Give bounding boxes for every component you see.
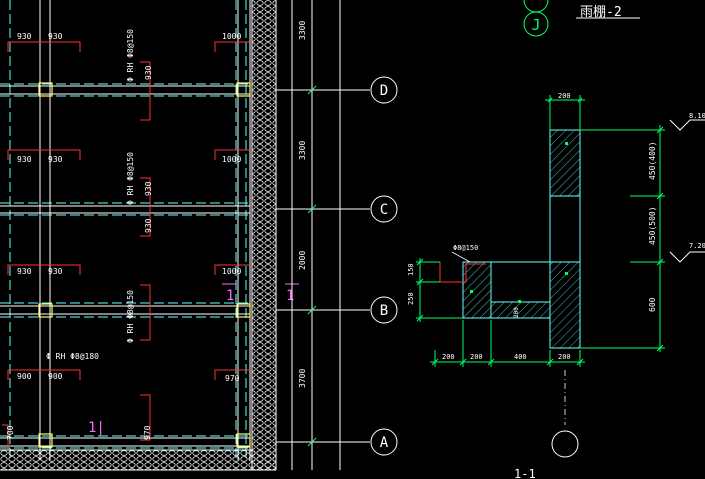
svg-text:·: · [262, 325, 266, 332]
svg-text:·: · [240, 458, 244, 465]
axis-label-j: J [531, 16, 540, 34]
plan-span-label: 1000 [222, 155, 241, 164]
axis-bubble-a[interactable] [370, 428, 398, 456]
plan-span-label: 970 [143, 425, 152, 440]
plan-span-label: 930 [17, 267, 32, 276]
section-bottom-dim: 400 [514, 353, 527, 361]
plan-span-label: 930 [48, 32, 63, 41]
canopy-upturn [462, 261, 492, 319]
column-b1 [38, 303, 53, 318]
section-rebar-label: Φ8@150 [453, 244, 478, 252]
plan-side-label: 930 [144, 218, 153, 233]
plan-span-label: 930 [17, 155, 32, 164]
plan-span-label: 930 [48, 267, 63, 276]
rebar-label: Φ RH Φ8@180 [46, 352, 99, 361]
grid-dimension: 2000 [298, 251, 307, 270]
svg-text:·: · [262, 115, 266, 122]
plan-span-label: 1000 [222, 32, 241, 41]
section-axis-bubble[interactable] [551, 430, 579, 458]
section-title-block: J 雨棚-2 [523, 0, 640, 37]
plan-span-label: 700 [6, 425, 15, 440]
plan-side-label: 930 [144, 181, 153, 196]
column-a1 [38, 433, 53, 448]
plan-span-label: 900 [48, 372, 63, 381]
section-title: 雨棚-2 [580, 5, 622, 20]
svg-text:·: · [262, 195, 266, 202]
axis-bubble-b[interactable] [370, 296, 398, 324]
grid-dimension: 3300 [298, 141, 307, 160]
grid-dimension: 3300 [298, 21, 307, 40]
wall-hatch-vertical [252, 0, 276, 470]
section-detail: Φ8@150 200 200 450(400) [407, 92, 705, 479]
plan-span-label: 970 [225, 374, 240, 383]
plan-side-label: 930 [144, 65, 153, 80]
column-d1 [38, 82, 53, 97]
upper-column [549, 129, 581, 197]
svg-text:·: · [262, 425, 266, 432]
grid-axes: 3300 3300 2000 3700 D C B A [276, 0, 398, 470]
column-b2 [236, 303, 251, 318]
section-right-dim: 450(500) [648, 206, 657, 245]
section-right-dim: 450(400) [648, 141, 657, 180]
elevation-top: 8.100 [689, 112, 705, 120]
section-left-dim: 150 [407, 263, 415, 276]
column-d2 [236, 82, 251, 97]
columns [38, 82, 251, 448]
section-mark: 1| [88, 420, 105, 436]
axis-label-a: A [380, 435, 389, 451]
lower-column [549, 261, 581, 349]
section-mark: 1 [286, 288, 294, 304]
plan-span-label: 1000 [222, 267, 241, 276]
section-mark: 1 [226, 288, 234, 304]
axis-label-c: C [380, 202, 388, 218]
section-mark-label: 1-1 [514, 467, 536, 479]
rebar-label: Φ RH Φ8@150 [126, 152, 135, 205]
axis-label-b: B [380, 303, 388, 319]
rebar-label: Φ RH Φ8@150 [126, 29, 135, 82]
section-top-width: 200 [558, 92, 571, 100]
section-bottom-dim: 200 [558, 353, 571, 361]
axis-bubble-j[interactable] [523, 11, 549, 37]
section-bottom-dim: 200 [442, 353, 455, 361]
svg-text:·: · [30, 458, 34, 465]
section-inner-mark: 200 [513, 307, 520, 318]
wall-hatch-horizontal [0, 450, 276, 470]
axis-bubble-c[interactable] [370, 195, 398, 223]
plan-span-label: 900 [17, 372, 32, 381]
rebar-label: Φ RH Φ8@150 [126, 290, 135, 343]
section-left-dim: 250 [407, 292, 415, 305]
canopy-slab [490, 301, 551, 319]
grid-dimension: 3700 [298, 369, 307, 388]
section-right-dim: 600 [648, 297, 657, 312]
column-a2 [236, 433, 251, 448]
elevation-mid: 7.20 [689, 242, 705, 250]
svg-text:·: · [262, 75, 266, 82]
axis-bubble-d[interactable] [370, 76, 398, 104]
plan-view: 930 930 1000 930 930 1000 930 930 1000 9… [0, 0, 299, 471]
section-bottom-dim: 200 [470, 353, 483, 361]
rebar-hook [439, 262, 486, 283]
axis-label-d: D [380, 83, 388, 99]
plan-span-label: 930 [17, 32, 32, 41]
wall-lines [0, 0, 251, 460]
plan-span-label: 930 [48, 155, 63, 164]
